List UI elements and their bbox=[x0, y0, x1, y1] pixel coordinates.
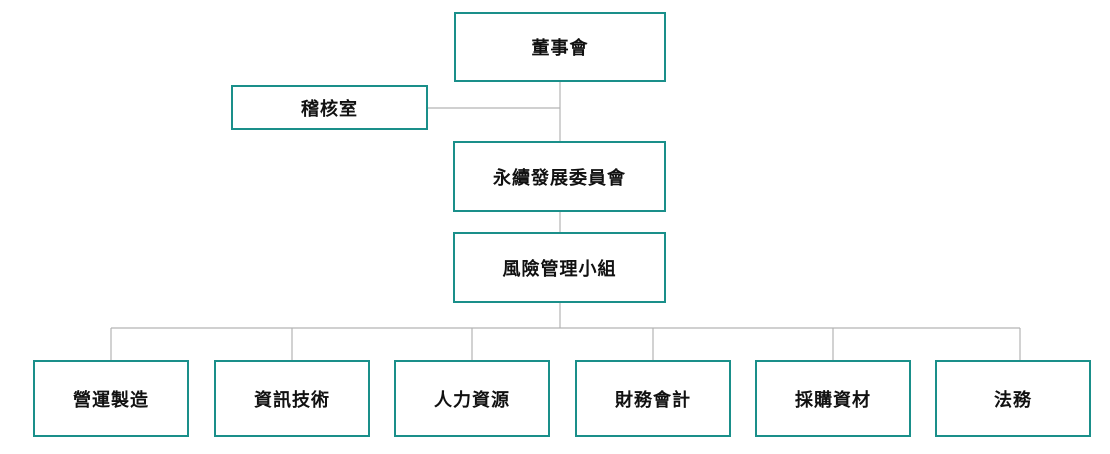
department-node-procurement: 採購資材 bbox=[755, 360, 911, 437]
department-label: 資訊技術 bbox=[254, 389, 330, 411]
department-label: 人力資源 bbox=[434, 389, 510, 411]
audit-office-node: 稽核室 bbox=[231, 85, 428, 130]
department-label: 財務會計 bbox=[615, 389, 691, 411]
board-node: 董事會 bbox=[454, 12, 666, 82]
sustainability-committee-label: 永續發展委員會 bbox=[493, 167, 626, 189]
audit-office-label: 稽核室 bbox=[301, 98, 358, 120]
board-label: 董事會 bbox=[531, 38, 589, 59]
department-node-finance: 財務會計 bbox=[575, 360, 731, 437]
department-label: 採購資材 bbox=[795, 389, 871, 411]
department-label: 營運製造 bbox=[73, 389, 149, 411]
risk-management-node: 風險管理小組 bbox=[453, 232, 666, 303]
department-node-it: 資訊技術 bbox=[214, 360, 370, 437]
department-node-legal: 法務 bbox=[935, 360, 1091, 437]
sustainability-committee-node: 永續發展委員會 bbox=[453, 141, 666, 212]
department-label: 法務 bbox=[994, 389, 1032, 411]
risk-management-label: 風險管理小組 bbox=[502, 258, 617, 280]
department-node-operations: 營運製造 bbox=[33, 360, 189, 437]
department-node-hr: 人力資源 bbox=[394, 360, 550, 437]
